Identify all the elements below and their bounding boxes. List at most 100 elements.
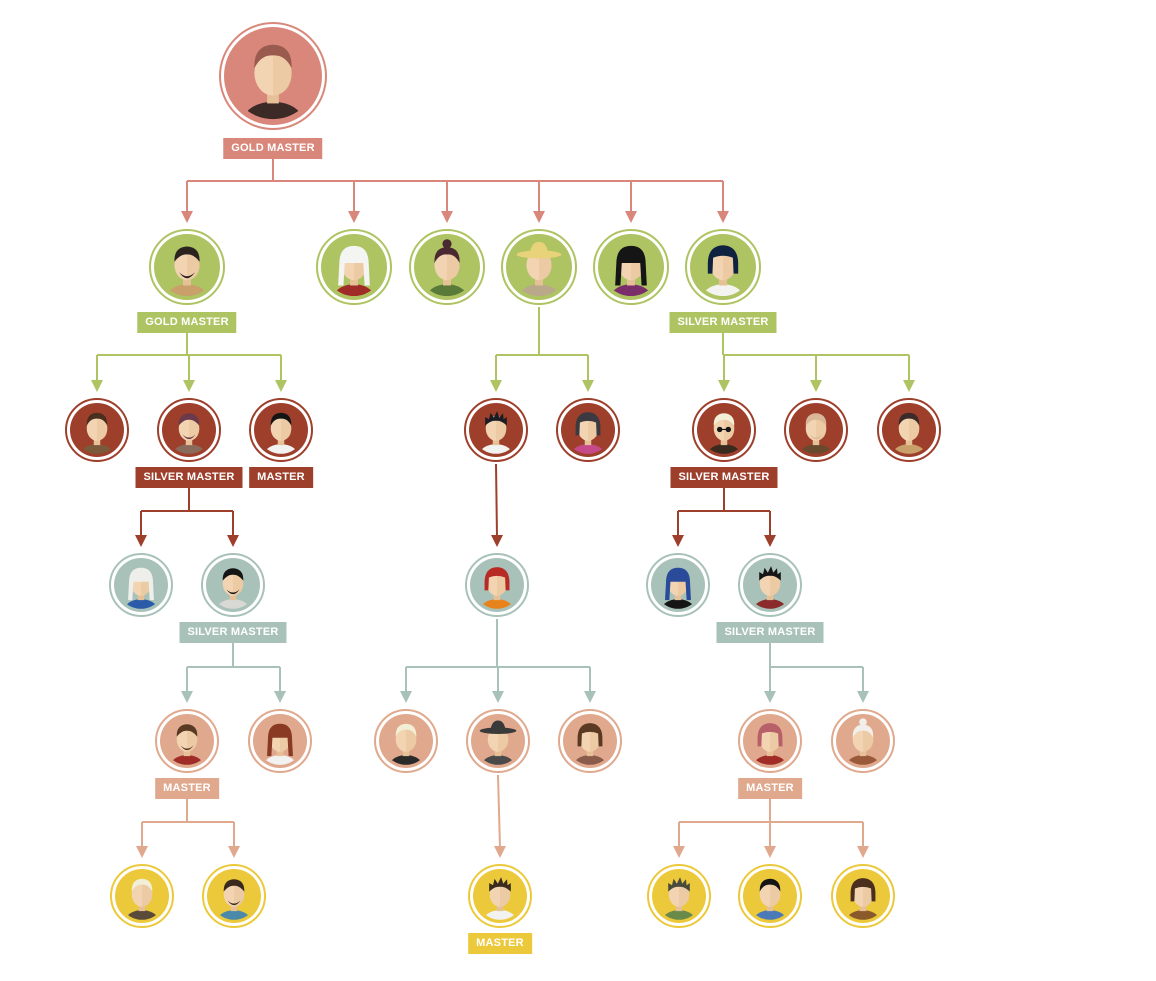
avatar-face-icon [253,714,307,768]
avatar-member-l4-1 [109,553,173,617]
connector-arrow [718,380,730,392]
rank-label-top-leader: GOLD MASTER [223,138,323,159]
avatar-face-icon [743,869,797,923]
connector-arrow [91,380,103,392]
avatar-face-icon [206,558,260,612]
avatar-member-c6-1 [468,864,532,928]
avatar-face-icon [224,27,322,125]
connector-arrow [584,691,596,703]
connector-arrow [228,846,240,858]
avatar-face-icon [561,403,615,457]
avatar-member-l6-1 [110,864,174,928]
avatar-face-icon [563,714,617,768]
rank-label-leader-left: GOLD MASTER [137,312,237,333]
avatar-face-icon [836,714,890,768]
connector-arrow [492,691,504,703]
avatar-member-l3-3 [249,398,313,462]
avatar-member-r3-1 [692,398,756,462]
avatar-member-r6-1 [647,864,711,928]
avatar-member-white-hair [316,229,392,305]
avatar-member-c4-1 [465,553,529,617]
connector-arrow [764,691,776,703]
avatar-member-l4-2 [201,553,265,617]
rank-label-leader-right: SILVER MASTER [669,312,777,333]
avatar-face-icon [836,869,890,923]
connector-arrow [673,846,685,858]
avatar-face-icon [70,403,124,457]
connector-arrow [494,846,506,858]
connector-arrow [490,380,502,392]
connector-arrow [625,211,637,223]
avatar-face-icon [114,558,168,612]
connector-arrow [672,535,684,547]
avatar-member-l6-2 [202,864,266,928]
connector-arrow [857,846,869,858]
connector-arrow [582,380,594,392]
rank-label-member-l4-2: SILVER MASTER [179,622,287,643]
avatar-top-leader [219,22,327,130]
avatar-face-icon [470,558,524,612]
avatar-member-l5-2 [248,709,312,773]
connector-arrow [400,691,412,703]
avatar-member-bun [409,229,485,305]
avatar-face-icon [743,714,797,768]
connector-arrow [227,535,239,547]
connector-arrow [810,380,822,392]
avatar-face-icon [321,234,387,300]
avatar-face-icon [598,234,664,300]
avatar-face-icon [651,558,705,612]
avatar-face-icon [154,234,220,300]
connector-arrow [764,846,776,858]
avatar-face-icon [115,869,169,923]
avatar-member-r3-2 [784,398,848,462]
rank-label-member-l5-1: MASTER [155,778,219,799]
avatar-face-icon [160,714,214,768]
avatar-face-icon [207,869,261,923]
avatar-member-l3-1 [65,398,129,462]
avatar-member-r6-3 [831,864,895,928]
rank-label-member-c6-1: MASTER [468,933,532,954]
avatar-member-black-hair [593,229,669,305]
rank-label-member-l3-2: SILVER MASTER [135,467,243,488]
connector-arrow [136,846,148,858]
rank-label-member-r3-1: SILVER MASTER [670,467,778,488]
connector-arrow [857,691,869,703]
avatar-face-icon [789,403,843,457]
connector-arrow [441,211,453,223]
avatar-member-r5-1 [738,709,802,773]
connector-drop [495,463,498,538]
avatar-member-r3-3 [877,398,941,462]
avatar-member-c3-2 [556,398,620,462]
avatar-member-c5-2 [466,709,530,773]
connector-arrow [717,211,729,223]
connector-arrow [275,380,287,392]
avatar-face-icon [690,234,756,300]
avatar-face-icon [743,558,797,612]
rank-label-member-r4-2: SILVER MASTER [716,622,824,643]
avatar-member-l3-2 [157,398,221,462]
avatar-face-icon [473,869,527,923]
avatar-member-c3-1 [464,398,528,462]
connector-arrow [348,211,360,223]
connector-arrow [274,691,286,703]
connector-arrow [181,211,193,223]
avatar-face-icon [162,403,216,457]
connector-arrow [903,380,915,392]
avatar-face-icon [652,869,706,923]
avatar-leader-left [149,229,225,305]
avatar-member-r4-1 [646,553,710,617]
avatar-face-icon [697,403,751,457]
avatar-face-icon [379,714,433,768]
connector-arrow [183,380,195,392]
connector-drop [497,774,501,849]
avatar-member-r5-2 [831,709,895,773]
avatar-member-c5-1 [374,709,438,773]
connector-arrow [135,535,147,547]
avatar-face-icon [506,234,572,300]
avatar-face-icon [254,403,308,457]
avatar-face-icon [469,403,523,457]
avatar-face-icon [471,714,525,768]
avatar-face-icon [882,403,936,457]
rank-label-member-l3-3: MASTER [249,467,313,488]
